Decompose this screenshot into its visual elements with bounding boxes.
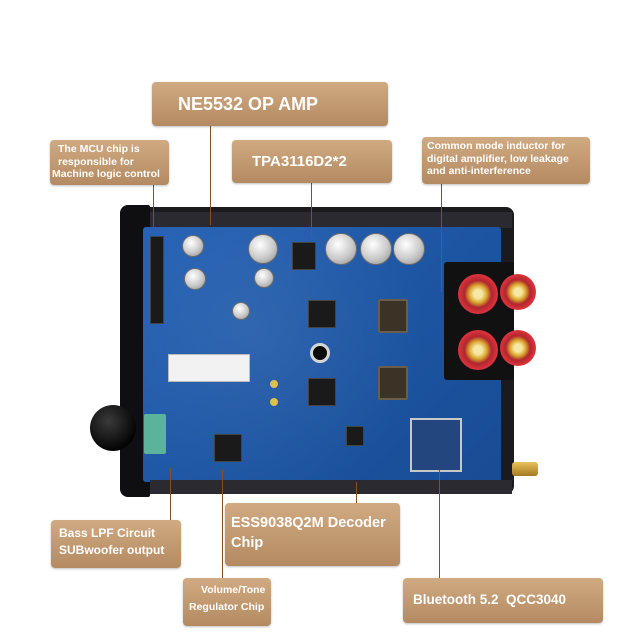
leader-line (311, 182, 312, 238)
capacitor (360, 233, 392, 265)
label-text: Common mode inductor for (427, 140, 566, 152)
common-mode-inductor (378, 366, 408, 400)
leader-line (441, 182, 442, 292)
ess9038-chip (346, 426, 364, 446)
solder-point (270, 398, 278, 406)
label-text: Volume/Tone (201, 584, 266, 596)
rca-jack-icon (458, 274, 498, 314)
label-text: Bass LPF Circuit (59, 526, 156, 540)
rca-jack-icon (500, 274, 536, 310)
label-text: The MCU chip is (58, 143, 140, 155)
label-text: responsible for (58, 155, 134, 168)
capacitor (254, 268, 274, 288)
case-rail-bottom (150, 480, 512, 494)
leader-line (170, 468, 171, 522)
capacitor (325, 233, 357, 265)
leader-line (222, 470, 223, 578)
capacitor (232, 302, 250, 320)
capacitor (182, 235, 204, 257)
green-terminal-block (144, 414, 166, 454)
case-rail-top (150, 212, 512, 228)
tpa3116-chip (308, 300, 336, 328)
capacitor (393, 233, 425, 265)
label-text: and anti-interference (427, 165, 531, 178)
leader-line (356, 482, 357, 504)
common-mode-inductor (378, 299, 408, 333)
label-text: Bluetooth 5.2 QCC3040 (413, 592, 567, 607)
ne5532-chip (292, 242, 316, 270)
label-text: SUBwoofer output (59, 543, 165, 558)
label-inductor: Common mode inductor for digital amplifi… (422, 137, 590, 184)
label-ne5532: NE5532 OP AMP (152, 82, 388, 126)
solder-point (270, 380, 278, 388)
label-text: Regulator Chip (189, 600, 265, 613)
label-text: digital amplifier, low leakage (427, 152, 569, 165)
leader-line (153, 183, 154, 235)
mounting-hole (310, 343, 330, 363)
rca-jack-icon (458, 330, 498, 370)
label-text: NE5532 OP AMP (178, 94, 319, 114)
bluetooth-module (410, 418, 462, 472)
leader-line (439, 470, 440, 578)
label-tpa3116: TPA3116D2*2 (232, 140, 392, 183)
rca-jack-icon (500, 330, 536, 366)
volume-tone-chip (214, 434, 242, 462)
label-bluetooth: Bluetooth 5.2 QCC3040 (403, 578, 603, 623)
capacitor (248, 234, 278, 264)
tpa3116-chip (308, 378, 336, 406)
label-text: Machine logic control (52, 168, 160, 181)
leader-line (210, 125, 211, 225)
antenna-icon (512, 462, 538, 476)
capacitor (184, 268, 206, 290)
label-ess9038: ESS9038Q2M Decoder Chip (225, 503, 400, 566)
mcu-header (150, 236, 164, 324)
label-text: ESS9038Q2M Decoder (231, 515, 386, 531)
ribbon-connector (168, 354, 250, 382)
label-text: TPA3116D2*2 (252, 153, 347, 170)
label-bass-lpf: Bass LPF Circuit SUBwoofer output (51, 520, 181, 568)
label-text: Chip (231, 535, 264, 552)
label-mcu: The MCU chip is responsible for Machine … (50, 140, 169, 185)
label-volume-tone: Volume/Tone Regulator Chip (183, 578, 271, 626)
volume-knob-icon (90, 405, 136, 451)
